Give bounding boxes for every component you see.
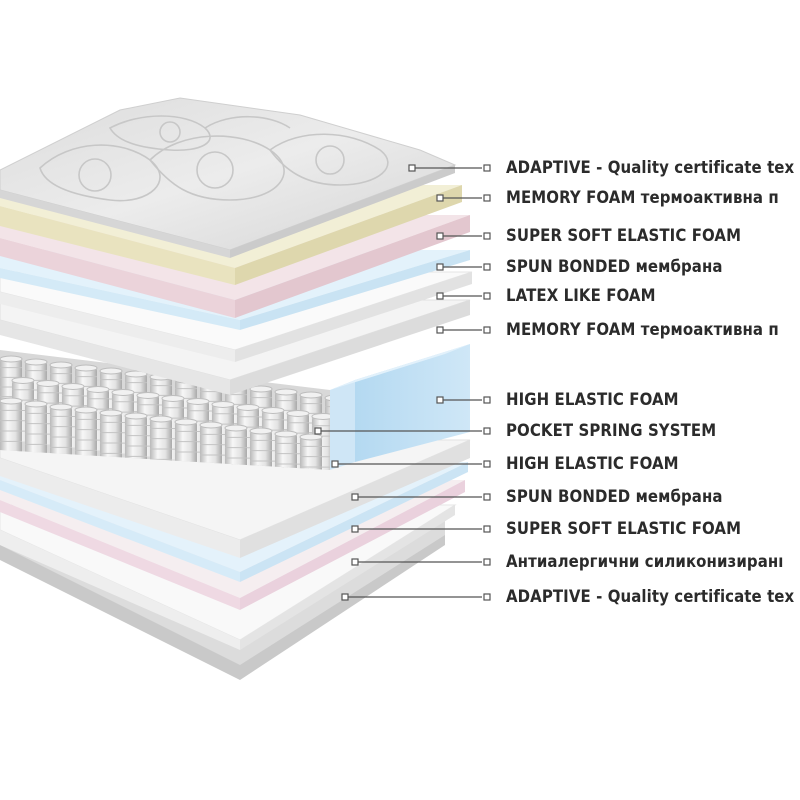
- layer-label: SPUN BONDED мембрана: [506, 487, 723, 507]
- callout-8: [314, 427, 491, 435]
- layer-marker: [331, 460, 339, 468]
- callout-1: [408, 164, 491, 172]
- layer-label: HIGH ELASTIC FOAM: [506, 390, 679, 410]
- spring-coil: [24, 400, 48, 465]
- callout-6: [436, 326, 491, 334]
- label-marker: [483, 263, 491, 271]
- layer-marker: [351, 558, 359, 566]
- layer-marker: [351, 525, 359, 533]
- callout-4: [436, 263, 491, 271]
- layer-marker: [314, 427, 322, 435]
- label-marker: [483, 427, 491, 435]
- spring-coil: [249, 427, 273, 470]
- label-marker: [483, 525, 491, 533]
- layer-label: MEMORY FOAM термоактивна п: [506, 320, 779, 340]
- spring-coil: [299, 433, 323, 470]
- layer-adaptive-top: [0, 97, 457, 258]
- layer-label: ADAPTIVE - Quality certificate tex: [506, 587, 795, 607]
- callout-3: [436, 232, 491, 240]
- layer-marker: [351, 493, 359, 501]
- label-marker: [483, 292, 491, 300]
- layer-label: SUPER SOFT ELASTIC FOAM: [506, 226, 742, 246]
- label-marker: [483, 164, 491, 172]
- layer-marker: [436, 194, 444, 202]
- layer-label: SUPER SOFT ELASTIC FOAM: [506, 519, 742, 539]
- callout-9: [331, 460, 491, 468]
- spring-coil: [0, 397, 23, 462]
- callout-5: [436, 292, 491, 300]
- callout-2: [436, 194, 491, 202]
- label-marker: [483, 194, 491, 202]
- layer-label: SPUN BONDED мембрана: [506, 257, 723, 277]
- spring-coil: [274, 430, 298, 470]
- layer-marker: [408, 164, 416, 172]
- layer-marker: [341, 593, 349, 601]
- label-marker: [483, 493, 491, 501]
- layer-marker: [436, 326, 444, 334]
- label-marker: [483, 232, 491, 240]
- callout-10: [351, 493, 491, 501]
- layer-marker: [436, 232, 444, 240]
- layer-marker: [436, 263, 444, 271]
- label-marker: [483, 593, 491, 601]
- layer-label: LATEX LIKE FOAM: [506, 286, 656, 306]
- layer-marker: [436, 292, 444, 300]
- spring-coil: [199, 421, 223, 470]
- label-marker: [483, 558, 491, 566]
- callout-12: [351, 558, 491, 566]
- layer-label: Антиалергични силиконизиранı: [506, 552, 784, 572]
- layer-label: POCKET SPRING SYSTEM: [506, 421, 717, 441]
- label-marker: [483, 396, 491, 404]
- layer-high-elastic-side-block: [330, 344, 470, 470]
- label-marker: [483, 460, 491, 468]
- label-marker: [483, 326, 491, 334]
- callout-11: [351, 525, 491, 533]
- callout-13: [341, 593, 491, 601]
- callout-7: [436, 396, 491, 404]
- layer-label: HIGH ELASTIC FOAM: [506, 454, 679, 474]
- layer-label: ADAPTIVE - Quality certificate tex: [506, 158, 795, 178]
- layer-label: MEMORY FOAM термоактивна п: [506, 188, 779, 208]
- layer-marker: [436, 396, 444, 404]
